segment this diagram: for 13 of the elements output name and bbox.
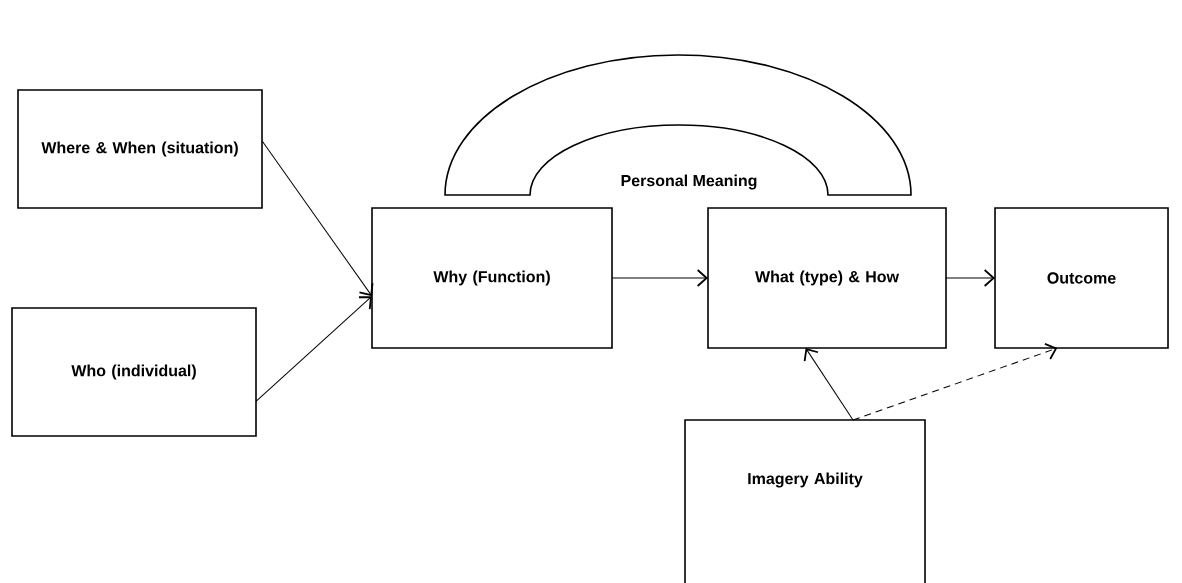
arrow xyxy=(611,269,708,287)
arch-band: Personal Meaning xyxy=(444,54,912,196)
process-box: Who (individual) xyxy=(11,307,257,437)
process-box: Why (Function) xyxy=(371,207,613,349)
process-box: Where & When (situation) xyxy=(17,89,263,209)
arrow xyxy=(255,296,372,402)
process-box: Outcome xyxy=(994,207,1169,349)
process-box: What (type) & How xyxy=(707,207,947,349)
arrow xyxy=(803,348,854,421)
arrow xyxy=(945,269,995,287)
arrow xyxy=(261,140,374,297)
process-box: Imagery Ability xyxy=(684,419,926,583)
arrow xyxy=(852,343,1058,421)
